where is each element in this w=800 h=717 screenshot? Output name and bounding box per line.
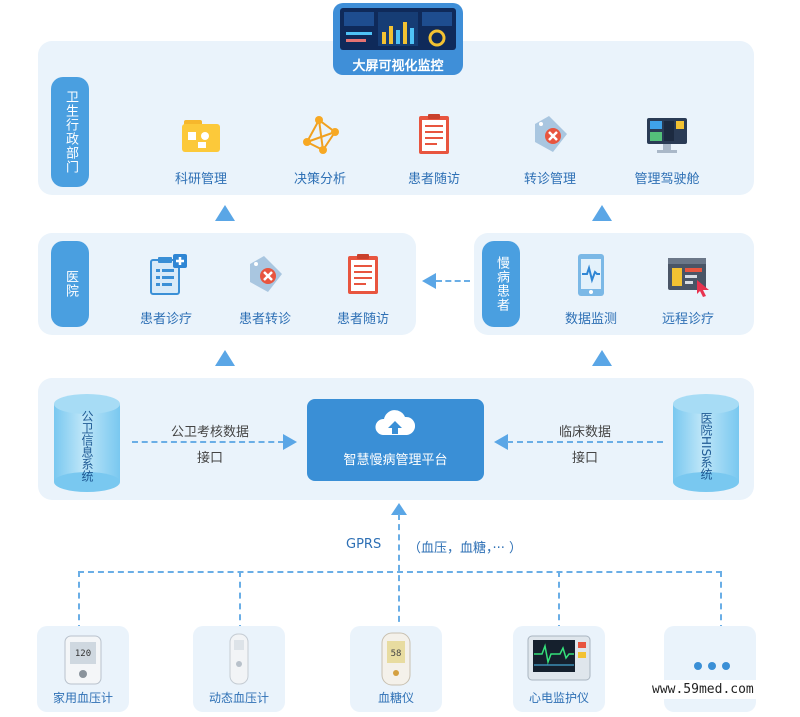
folder-icon [182, 120, 220, 152]
platform-center-box[interactable]: 智慧慢病管理平台 [307, 399, 484, 481]
hospital-item-treatment[interactable]: 患者诊疗 [121, 252, 211, 327]
device-drop-5 [720, 571, 722, 631]
ambulatory-bp-icon [229, 633, 249, 685]
arrow-up-icon [391, 503, 407, 515]
phone-heartbeat-icon [578, 254, 604, 296]
monitor-icon [647, 118, 687, 153]
patient-item-label: 远程诊疗 [661, 312, 714, 327]
his-db-label: 医院HIS系统 [699, 411, 713, 481]
hospital-side-label: 医院 [51, 241, 89, 327]
arrow-up-icon [215, 205, 235, 221]
device-label: 血糖仪 [377, 691, 414, 705]
device-glucose-meter[interactable]: 58 血糖仪 [350, 626, 442, 712]
admin-item-label: 转诊管理 [523, 172, 576, 187]
clipboard-icon [348, 254, 378, 294]
device-ambulatory-bp-monitor[interactable]: 动态血压计 [193, 626, 285, 712]
patient-item-monitoring[interactable]: 数据监测 [546, 252, 636, 327]
big-screen-monitor: 大屏可视化监控 [333, 3, 463, 75]
patient-to-hospital-connector [436, 280, 470, 282]
device-bus [78, 571, 722, 573]
svg-text:58: 58 [391, 649, 402, 659]
right-link-line1: 临床数据 [558, 425, 611, 440]
watermark: www.59med.com [648, 680, 758, 699]
medical-record-icon [150, 254, 187, 295]
arrow-left-icon [422, 273, 436, 289]
patient-item-remote[interactable]: 远程诊疗 [643, 252, 733, 327]
cloud-upload-icon [375, 410, 415, 435]
admin-item-decision[interactable]: 决策分析 [275, 112, 365, 187]
admin-side-label: 卫生行政部门 [51, 77, 89, 187]
arrow-up-icon [592, 350, 612, 366]
arrow-left-icon [494, 434, 508, 450]
patient-panel [474, 233, 754, 335]
hospital-item-label: 患者随访 [336, 312, 389, 327]
right-link-connector [507, 441, 663, 443]
public-health-db-label: 公卫信息系统 [80, 410, 94, 482]
network-icon [303, 116, 339, 154]
left-link-line1: 公卫考核数据 [170, 425, 249, 440]
left-link-line2: 接口 [196, 451, 223, 466]
svg-text:120: 120 [75, 649, 91, 659]
admin-item-referral[interactable]: 转诊管理 [505, 112, 595, 187]
admin-item-label: 决策分析 [293, 172, 346, 187]
remote-consult-icon [668, 258, 709, 297]
admin-item-cockpit[interactable]: 管理驾驶舱 [622, 112, 712, 187]
hospital-item-label: 患者转诊 [238, 312, 291, 327]
admin-item-label: 管理驾驶舱 [634, 172, 700, 187]
referral-tag-icon [535, 116, 567, 152]
hospital-item-label: 患者诊疗 [139, 312, 192, 327]
device-label: 动态血压计 [208, 691, 269, 705]
device-drop-4 [558, 571, 560, 631]
referral-tag-icon [250, 256, 282, 292]
glucose-meter-icon: 58 [381, 632, 411, 686]
device-ecg-monitor[interactable]: 心电监护仪 [513, 626, 605, 712]
admin-item-label: 科研管理 [174, 172, 227, 187]
device-home-bp-monitor[interactable]: 120 家用血压计 [37, 626, 129, 712]
bp-monitor-icon: 120 [64, 635, 102, 685]
patient-item-label: 数据监测 [564, 312, 617, 327]
device-label: 心电监护仪 [528, 691, 589, 705]
hospital-item-referral[interactable]: 患者转诊 [220, 252, 310, 327]
more-dots-icon [694, 662, 730, 670]
left-link-connector [132, 441, 284, 443]
dashboard-screen-icon [340, 8, 456, 50]
device-drop-2 [239, 571, 241, 631]
network-trunk [398, 514, 400, 632]
patient-side-label: 慢病患者 [482, 241, 520, 327]
clipboard-icon [419, 114, 449, 154]
arrow-up-icon [592, 205, 612, 221]
admin-item-research[interactable]: 科研管理 [156, 112, 246, 187]
device-more[interactable] [664, 626, 756, 712]
right-link-line2: 接口 [571, 451, 598, 466]
admin-item-followup[interactable]: 患者随访 [389, 112, 479, 187]
data-types-label: （血压，血糖，··· ） [408, 541, 523, 556]
device-drop-1 [78, 571, 80, 631]
hospital-item-followup[interactable]: 患者随访 [318, 252, 408, 327]
platform-center-title: 智慧慢病管理平台 [343, 453, 448, 468]
gprs-label: GPRS [346, 537, 382, 552]
admin-item-label: 患者随访 [407, 172, 460, 187]
arrow-up-icon [215, 350, 235, 366]
big-screen-title: 大屏可视化监控 [352, 59, 444, 74]
device-label: 家用血压计 [52, 691, 113, 705]
ecg-monitor-icon [527, 635, 591, 681]
arrow-right-icon [283, 434, 297, 450]
